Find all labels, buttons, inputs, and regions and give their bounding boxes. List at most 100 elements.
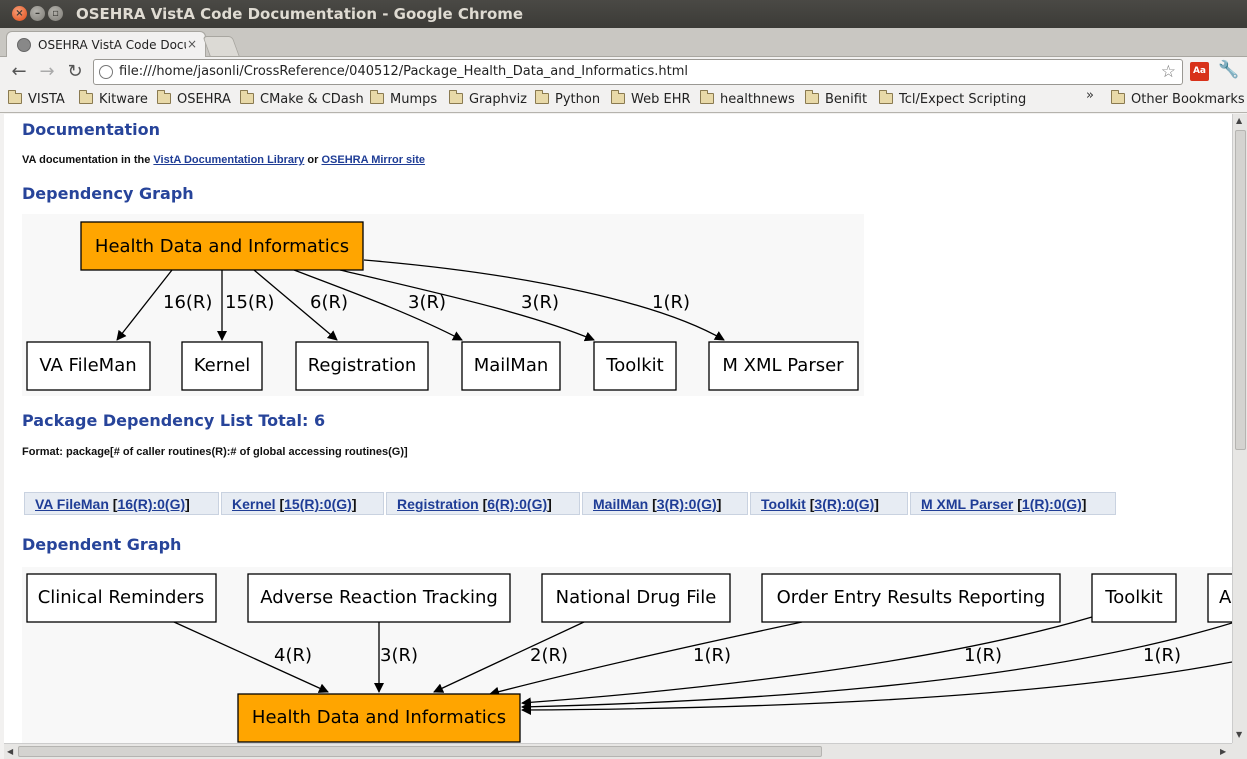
vista-documentation-library-link[interactable]: VistA Documentation Library — [153, 154, 305, 166]
osehra-mirror-site-link[interactable]: OSEHRA Mirror site — [321, 154, 426, 166]
dependent-node-national-drug-file[interactable]: National Drug File — [541, 573, 731, 623]
bookmark-kitware[interactable]: Kitware — [79, 90, 148, 107]
folder-icon — [79, 90, 93, 104]
dep-list-package-link[interactable]: M XML Parser — [921, 496, 1014, 512]
scroll-left-arrow-icon[interactable]: ◀ — [7, 747, 14, 756]
scroll-down-arrow-icon[interactable]: ▼ — [1236, 730, 1243, 739]
folder-icon — [449, 90, 463, 104]
reload-icon[interactable]: ↻ — [67, 61, 83, 82]
adobe-reader-extension-icon[interactable]: Aa — [1190, 62, 1209, 81]
dep-node-m-xml-parser[interactable]: M XML Parser — [708, 341, 859, 391]
bookmarks-overflow-chevron[interactable]: » — [1086, 88, 1094, 103]
maximize-window-button[interactable]: ▫ — [48, 6, 63, 21]
svg-text:A: A — [1219, 587, 1232, 608]
svg-text:National Drug File: National Drug File — [556, 587, 717, 608]
bookmark-tcl-expect[interactable]: Tcl/Expect Scripting — [879, 90, 1026, 107]
wrench-menu-icon[interactable]: 🔧 — [1218, 60, 1240, 80]
dep-edge-label: 16(R) — [163, 292, 212, 313]
vertical-scrollbar[interactable]: ▲ ▼ — [1232, 114, 1247, 743]
dep-list-counts-link[interactable]: 3(R):0(G) — [656, 496, 717, 512]
scroll-up-arrow-icon[interactable]: ▲ — [1236, 116, 1243, 125]
minimize-window-button[interactable]: – — [30, 6, 45, 21]
forward-arrow-icon[interactable]: → — [39, 61, 55, 82]
dep-center-label: Health Data and Informatics — [95, 236, 349, 257]
dependent-edge-label: 1(R) — [1143, 645, 1181, 666]
dep-list-package-link[interactable]: Kernel — [232, 496, 276, 512]
dep-list-counts-link[interactable]: 3(R):0(G) — [814, 496, 875, 512]
dependency-list-heading: Package Dependency List Total: 6 — [22, 411, 326, 430]
dep-edge-label: 1(R) — [652, 292, 690, 313]
close-window-button[interactable]: × — [12, 6, 27, 21]
navigation-toolbar: ← → ↻ file:///home/jasonli/CrossReferenc… — [0, 57, 1247, 87]
svg-text:MailMan: MailMan — [474, 355, 549, 376]
vertical-scroll-thumb[interactable] — [1235, 130, 1246, 450]
dep-node-va-fileman[interactable]: VA FileMan — [26, 341, 151, 391]
dep-node-kernel[interactable]: Kernel — [181, 341, 263, 391]
dependent-edge-label: 1(R) — [693, 645, 731, 666]
bookmark-graphviz[interactable]: Graphviz — [449, 90, 527, 107]
address-bar[interactable]: file:///home/jasonli/CrossReference/0405… — [93, 59, 1183, 85]
other-bookmarks[interactable]: Other Bookmarks — [1111, 90, 1245, 107]
folder-icon — [805, 90, 819, 104]
dep-node-registration[interactable]: Registration — [295, 341, 429, 391]
dep-list-package-link[interactable]: MailMan — [593, 496, 649, 512]
page-info-icon[interactable] — [99, 65, 113, 79]
bookmark-cmake-cdash[interactable]: CMake & CDash — [240, 90, 364, 107]
dep-edge-label: 15(R) — [225, 292, 274, 313]
dependent-center-node[interactable]: Health Data and Informatics — [237, 693, 521, 743]
scrollbar-corner — [1232, 743, 1247, 759]
bookmark-python[interactable]: Python — [535, 90, 600, 107]
tab-osehra[interactable]: OSEHRA VistA Code Docu × — [6, 31, 206, 58]
dep-edges — [116, 259, 725, 342]
bookmark-benifit[interactable]: Benifit — [805, 90, 867, 107]
dependent-node-order-entry-results-reporting[interactable]: Order Entry Results Reporting — [761, 573, 1061, 623]
page-favicon-icon — [17, 38, 31, 52]
svg-text:Order Entry Results Reporting: Order Entry Results Reporting — [777, 587, 1046, 608]
dep-list-counts-link[interactable]: 1(R):0(G) — [1021, 496, 1082, 512]
folder-icon — [535, 90, 549, 104]
dep-node-mailman[interactable]: MailMan — [461, 341, 561, 391]
bookmark-web-ehr[interactable]: Web EHR — [611, 90, 691, 107]
url-text[interactable]: file:///home/jasonli/CrossReference/0405… — [119, 64, 688, 79]
tab-label: OSEHRA VistA Code Docu — [38, 38, 186, 52]
bookmark-osehra[interactable]: OSEHRA — [157, 90, 231, 107]
dependent-edge-label: 2(R) — [530, 645, 568, 666]
tab-close-icon[interactable]: × — [186, 37, 197, 51]
dep-list-package-link[interactable]: Toolkit — [761, 496, 806, 512]
dependent-node-toolkit[interactable]: Toolkit — [1091, 573, 1177, 623]
dependent-node-truncated[interactable]: A — [1207, 573, 1232, 623]
svg-text:Toolkit: Toolkit — [1104, 587, 1162, 608]
folder-icon — [8, 90, 22, 104]
format-text: Format: package[# of caller routines(R):… — [22, 446, 408, 458]
bookmark-vista[interactable]: VISTA — [8, 90, 65, 107]
dep-node-toolkit[interactable]: Toolkit — [593, 341, 677, 391]
horizontal-scrollbar[interactable]: ◀ ▶ — [4, 743, 1232, 759]
dependent-node-clinical-reminders[interactable]: Clinical Reminders — [26, 573, 217, 623]
documentation-heading: Documentation — [22, 120, 161, 139]
dep-edge-label: 3(R) — [408, 292, 446, 313]
horizontal-scroll-thumb[interactable] — [18, 746, 822, 757]
dep-list-counts-link[interactable]: 16(R):0(G) — [117, 496, 186, 512]
bookmark-star-icon[interactable]: ☆ — [1160, 62, 1176, 82]
dep-list-package-link[interactable]: VA FileMan — [35, 496, 109, 512]
dep-list-counts-link[interactable]: 15(R):0(G) — [284, 496, 352, 512]
new-tab-button[interactable] — [202, 36, 240, 56]
folder-icon — [240, 90, 254, 104]
svg-text:Toolkit: Toolkit — [605, 355, 663, 376]
dependent-edges — [173, 616, 1232, 715]
dep-list-package-link[interactable]: Registration — [397, 496, 479, 512]
scroll-right-arrow-icon[interactable]: ▶ — [1220, 747, 1227, 756]
window-title: OSEHRA VistA Code Documentation - Google… — [76, 5, 524, 23]
svg-text:Adverse Reaction Tracking: Adverse Reaction Tracking — [260, 587, 498, 608]
svg-text:M XML Parser: M XML Parser — [722, 355, 844, 376]
back-arrow-icon[interactable]: ← — [11, 61, 27, 82]
dep-list-counts-link[interactable]: 6(R):0(G) — [487, 496, 548, 512]
dep-center-node[interactable]: Health Data and Informatics — [80, 221, 364, 271]
dependent-edge-label: 4(R) — [274, 645, 312, 666]
bookmark-healthnews[interactable]: healthnews — [700, 90, 795, 107]
bookmark-mumps[interactable]: Mumps — [370, 90, 437, 107]
title-bar: × – ▫ OSEHRA VistA Code Documentation - … — [0, 0, 1247, 28]
dependent-node-adverse-reaction-tracking[interactable]: Adverse Reaction Tracking — [247, 573, 511, 623]
tab-strip: OSEHRA VistA Code Docu × — [0, 28, 1247, 58]
